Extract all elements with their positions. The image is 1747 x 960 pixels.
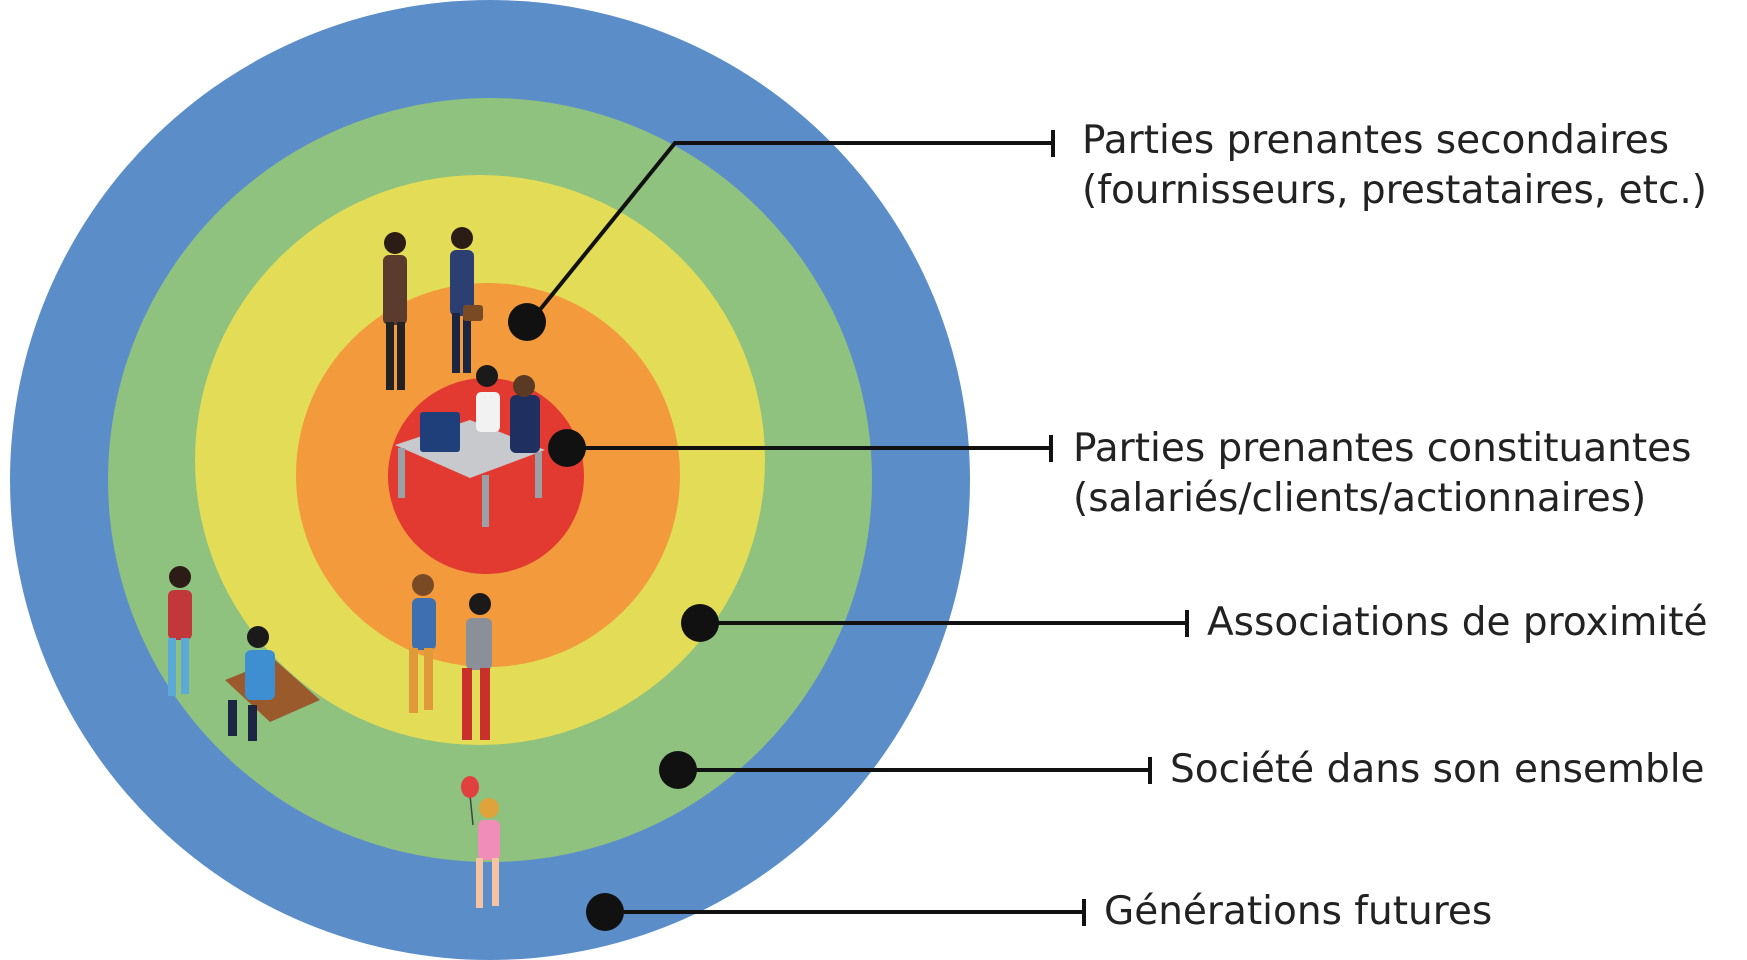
label-associations-line1: Associations de proximité bbox=[1207, 600, 1708, 645]
office-desk-illustration bbox=[395, 365, 545, 527]
connector-associations bbox=[700, 610, 1189, 637]
label-generations: Générations futures bbox=[1104, 887, 1492, 937]
child-balloon-illustration bbox=[461, 776, 500, 908]
marker-dot-generations bbox=[586, 893, 624, 931]
label-societe: Société dans son ensemble bbox=[1170, 745, 1705, 795]
connector-generations bbox=[605, 899, 1086, 926]
label-secondaires-line2: (fournisseurs, prestataires, etc.) bbox=[1082, 168, 1708, 213]
label-associations: Associations de proximité bbox=[1207, 598, 1708, 648]
business-handshake-illustration bbox=[383, 227, 483, 390]
connector-societe bbox=[678, 757, 1152, 784]
label-parties-secondaires: Parties prenantes secondaires (fournisse… bbox=[1082, 116, 1707, 216]
label-parties-constituantes: Parties prenantes constituantes (salarié… bbox=[1073, 424, 1692, 524]
marker-dot-secondaires bbox=[508, 303, 546, 341]
marker-dot-constituantes bbox=[548, 429, 586, 467]
label-constituantes-line1: Parties prenantes constituantes bbox=[1073, 426, 1692, 471]
marker-dot-societe bbox=[659, 751, 697, 789]
marker-dot-associations bbox=[681, 604, 719, 642]
connector-constituantes bbox=[567, 435, 1053, 462]
label-generations-line1: Générations futures bbox=[1104, 889, 1493, 934]
connector-secondaires bbox=[528, 130, 1055, 324]
pedestrians-illustration bbox=[409, 574, 492, 740]
label-secondaires-line1: Parties prenantes secondaires bbox=[1082, 118, 1670, 163]
label-societe-line1: Société dans son ensemble bbox=[1170, 747, 1705, 792]
park-bench-illustration bbox=[168, 566, 320, 741]
label-constituantes-line2: (salariés/clients/actionnaires) bbox=[1073, 476, 1647, 521]
